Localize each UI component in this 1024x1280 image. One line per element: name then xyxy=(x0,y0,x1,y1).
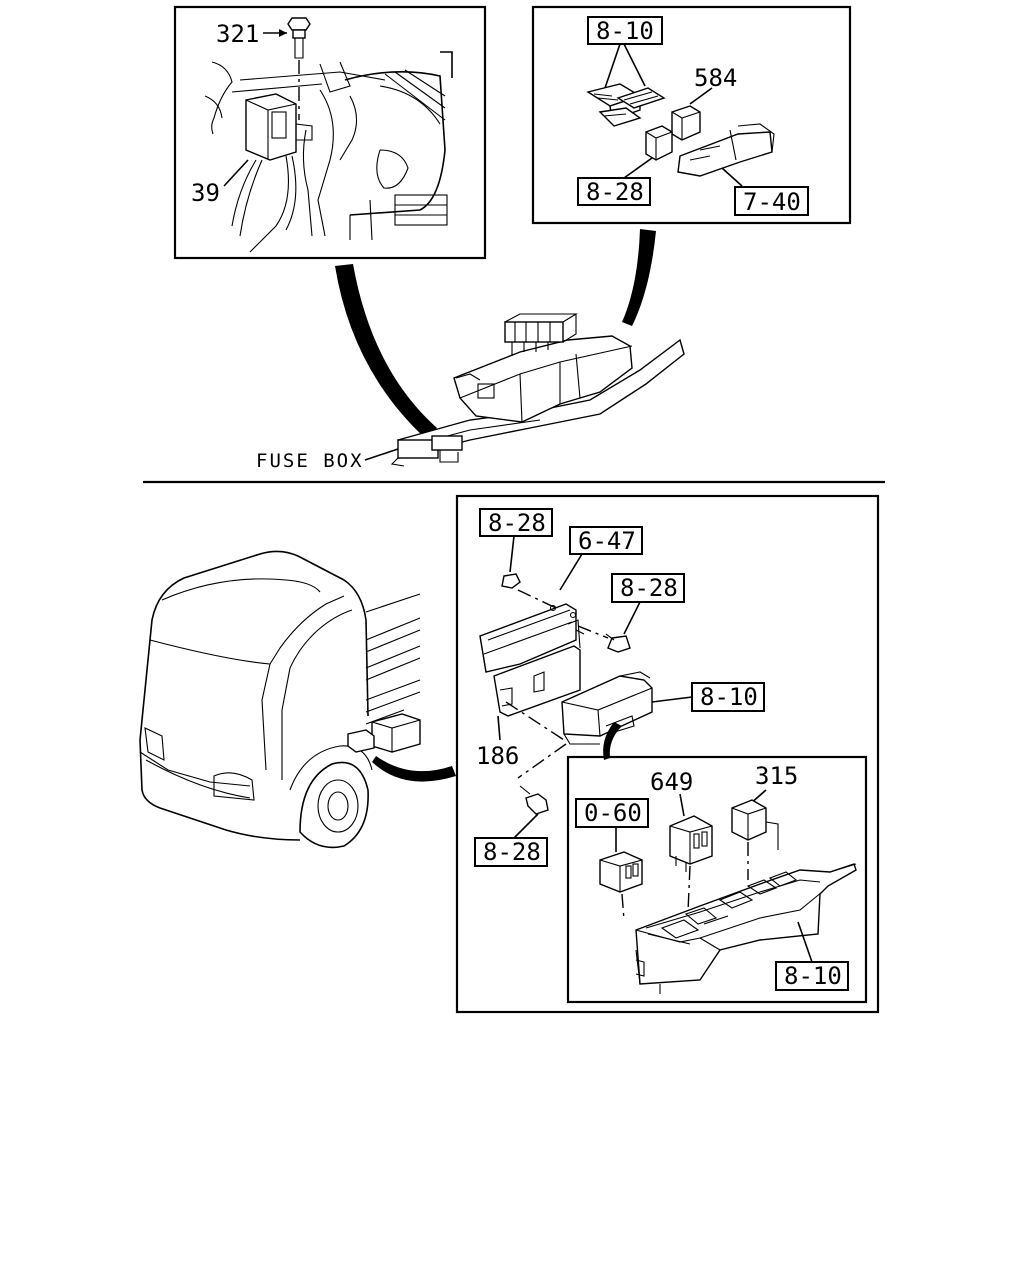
label-relay-315: 315 xyxy=(755,762,798,790)
ref-box-top-bracket xyxy=(734,186,809,216)
bottom-frame xyxy=(455,494,880,1014)
leader-arrow-detail xyxy=(603,722,622,760)
top-right-panel: 8-10 584 8-28 7-40 xyxy=(531,5,852,225)
bottom-panel: 8-28 6-47 8-28 8-10 xyxy=(455,494,880,1014)
leader-arrow-truck xyxy=(372,756,456,782)
ref-box-bolt-top xyxy=(611,573,685,603)
label-bracket-186: 186 xyxy=(476,742,519,770)
ref-box-top-connectors xyxy=(587,16,663,45)
label-bracket-7-40: 7-40 xyxy=(743,188,801,216)
label-bolt-8-28-top: 8-28 xyxy=(620,574,678,602)
detail-frame xyxy=(566,755,868,1004)
ref-box-bracket xyxy=(569,526,643,555)
label-fuse-box: FUSE BOX xyxy=(256,450,364,472)
label-relay-8-28: 8-28 xyxy=(586,178,644,206)
top-left-frame xyxy=(173,5,487,260)
top-right-frame xyxy=(531,5,852,225)
label-bracket-6-47: 6-47 xyxy=(578,527,636,555)
truck-cab-illustration xyxy=(139,550,456,849)
label-connectors-8-10: 8-10 xyxy=(596,17,654,45)
label-relay-0-60: 0-60 xyxy=(584,799,642,827)
label-relay-39: 39 xyxy=(191,179,220,207)
top-left-panel: 321 39 xyxy=(173,5,487,260)
label-fusebox-8-10: 8-10 xyxy=(700,683,758,711)
leader-arrow-left xyxy=(335,264,437,438)
label-nut-8-28: 8-28 xyxy=(488,509,546,537)
label-detail-box-8-10: 8-10 xyxy=(784,962,842,990)
ref-box-detail-box xyxy=(775,961,849,991)
label-bolt-321: 321 xyxy=(216,20,259,48)
ref-box-bolt-bottom xyxy=(474,837,548,867)
label-bolt-8-28-bottom: 8-28 xyxy=(483,838,541,866)
fuse-box-assembly: FUSE BOX xyxy=(256,313,685,472)
leader-arrow-right xyxy=(622,229,656,326)
label-relay-649: 649 xyxy=(650,768,693,796)
ref-box-relay xyxy=(575,798,649,828)
ref-box-nut xyxy=(479,508,553,537)
label-relay-584: 584 xyxy=(694,64,737,92)
ref-box-top-relay xyxy=(577,177,651,206)
